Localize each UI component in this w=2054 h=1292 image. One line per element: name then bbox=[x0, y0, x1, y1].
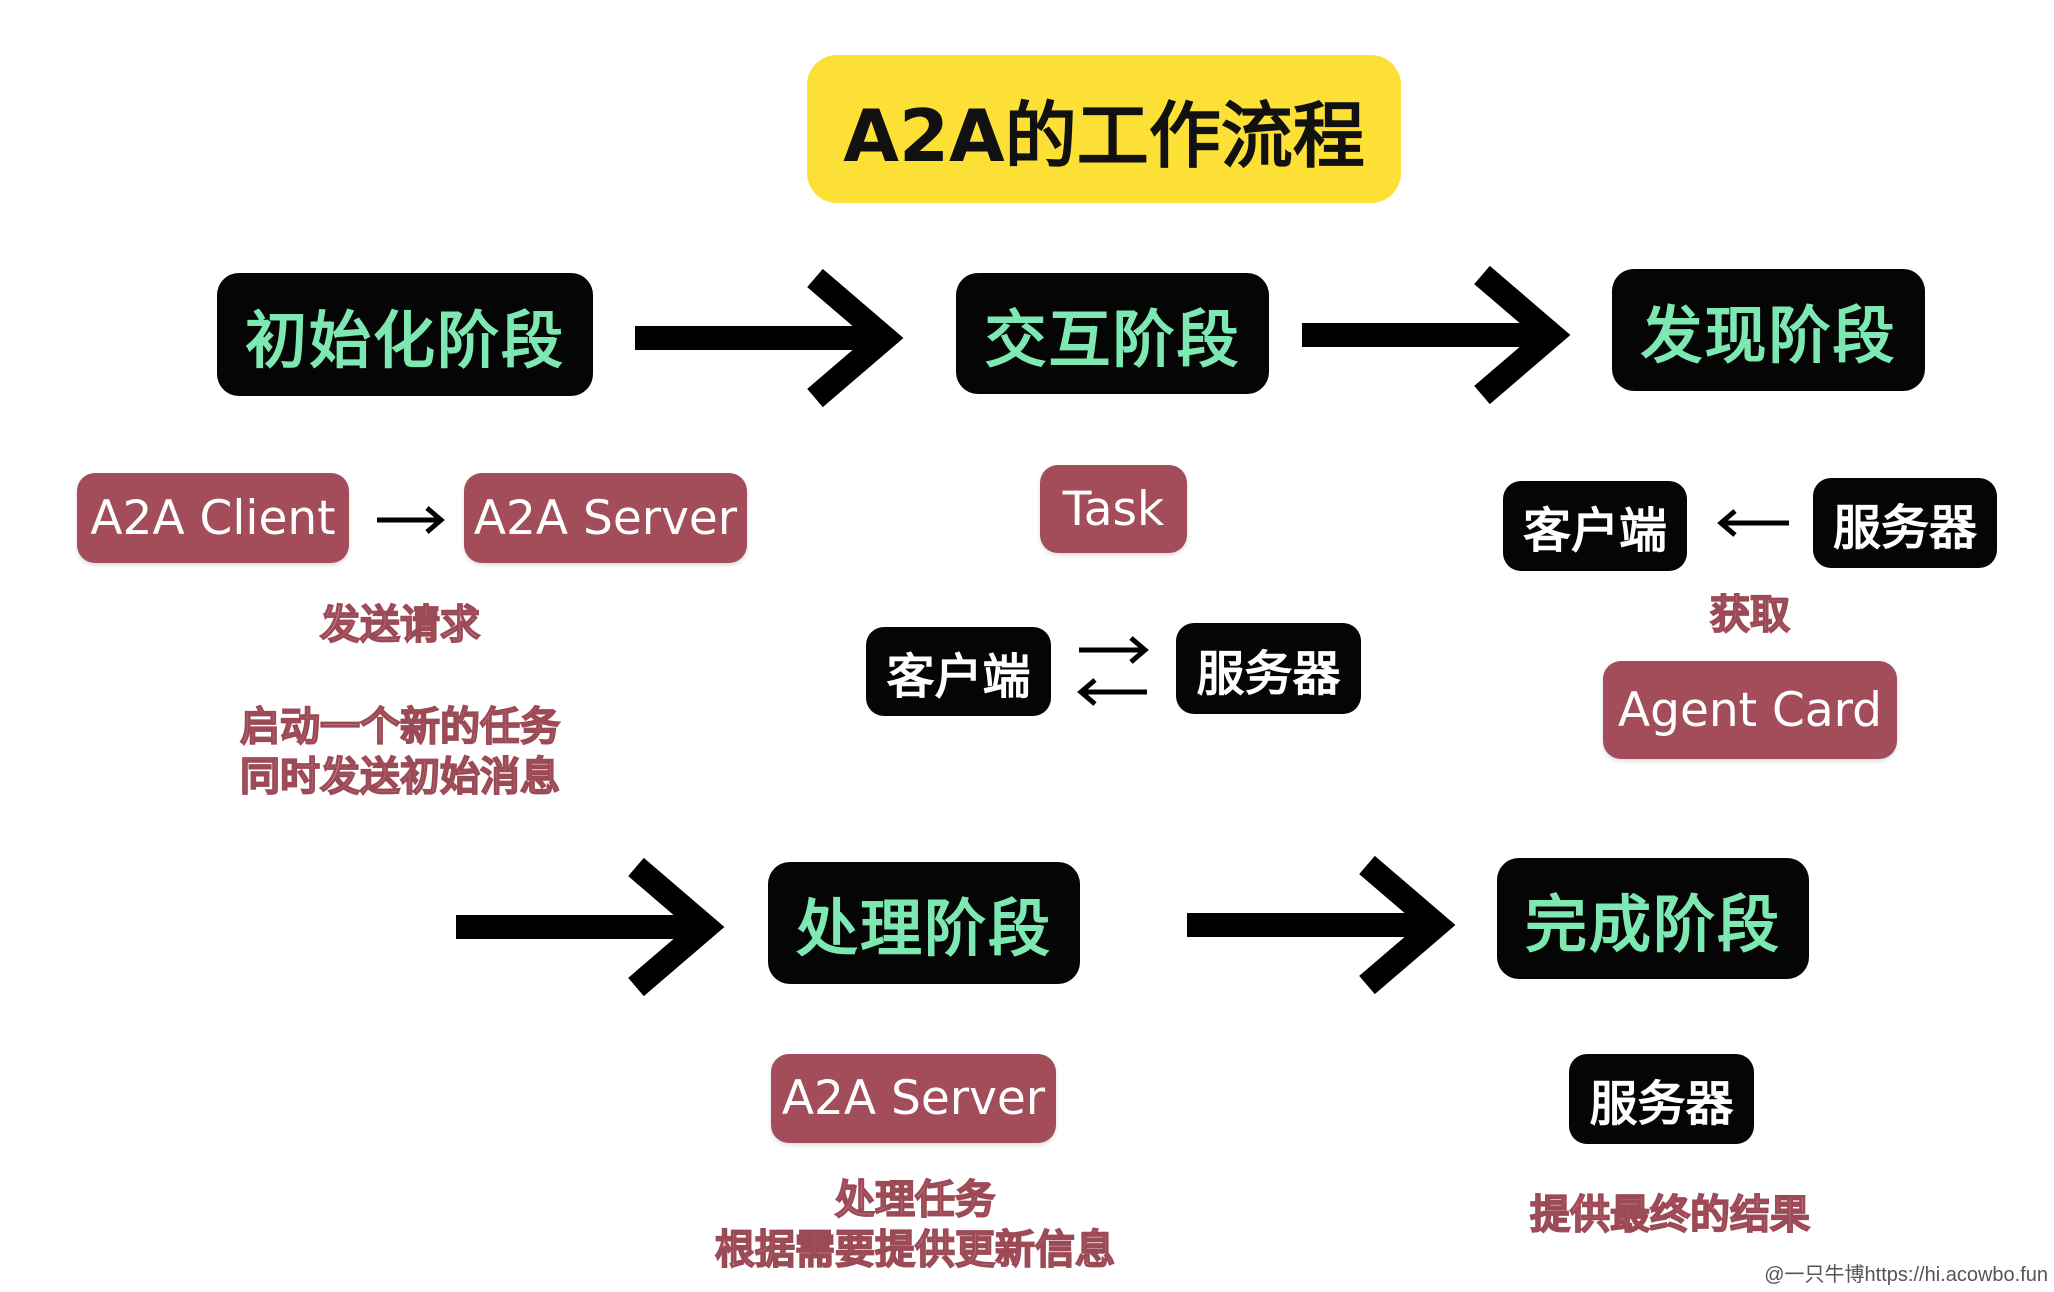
init-server-box: A2A Server bbox=[464, 473, 747, 563]
init-note-line2: 同时发送初始消息 bbox=[239, 753, 561, 801]
stage-complete: 完成阶段 bbox=[1497, 858, 1809, 979]
interact-task-box: Task bbox=[1040, 465, 1187, 553]
discover-note-get: 获取 bbox=[1709, 591, 1791, 639]
discover-server-box: 服务器 bbox=[1813, 478, 1997, 568]
arrow-to-process-icon bbox=[456, 857, 725, 997]
process-note-line2: 根据需要提供更新信息 bbox=[714, 1226, 1116, 1274]
discover-left-arrow-icon bbox=[1717, 509, 1789, 537]
stage-discover: 发现阶段 bbox=[1612, 269, 1925, 391]
interact-client-box: 客户端 bbox=[866, 627, 1051, 716]
stage-init: 初始化阶段 bbox=[217, 273, 593, 396]
process-server-box: A2A Server bbox=[771, 1054, 1056, 1143]
discover-agent-card-box: Agent Card bbox=[1603, 661, 1897, 759]
watermark: @一只牛博https://hi.acowbo.fun bbox=[1764, 1264, 2048, 1286]
arrow-interact-to-discover-icon bbox=[1302, 265, 1571, 405]
interact-server-box: 服务器 bbox=[1176, 623, 1361, 714]
arrow-init-to-interact-icon bbox=[635, 268, 904, 408]
arrow-process-to-complete-icon bbox=[1187, 855, 1456, 995]
stage-process: 处理阶段 bbox=[768, 862, 1080, 984]
complete-note: 提供最终的结果 bbox=[1529, 1191, 1811, 1239]
process-note-line1: 处理任务 bbox=[834, 1176, 996, 1224]
discover-client-box: 客户端 bbox=[1503, 481, 1687, 571]
init-note-line1: 启动一个新的任务 bbox=[239, 703, 561, 751]
page-title: A2A的工作流程 bbox=[807, 55, 1401, 203]
init-small-arrow-icon bbox=[377, 506, 445, 534]
stage-interact: 交互阶段 bbox=[956, 273, 1269, 394]
init-client-box: A2A Client bbox=[77, 473, 349, 563]
init-note-send-request: 发送请求 bbox=[319, 601, 481, 649]
interact-bidirectional-arrow-icon bbox=[1077, 636, 1149, 706]
complete-server-box: 服务器 bbox=[1569, 1054, 1754, 1144]
